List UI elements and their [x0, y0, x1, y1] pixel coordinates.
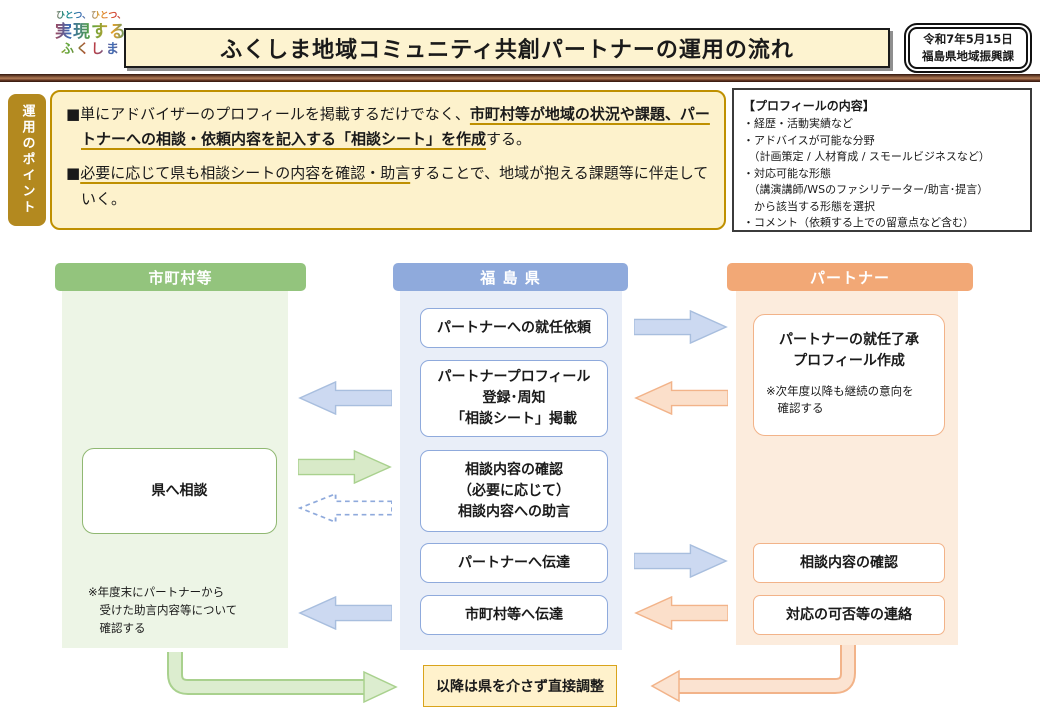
arrow-left-reply-to-fukushima-icon: [634, 596, 728, 630]
profile-line: ・経歴・活動実績など: [743, 117, 853, 130]
logo-line-2: 実現する: [48, 22, 134, 42]
arrow-right-relay-to-partner-icon: [634, 544, 728, 578]
profile-line: （講演講師/WSのファシリテーター/助言･提言）: [743, 183, 989, 196]
step-relay-to-partner: パートナーへ伝達: [420, 543, 608, 583]
step-consult-prefecture: 県へ相談: [82, 448, 277, 534]
profile-line: ・対応可能な形態: [743, 166, 831, 180]
elbow-arrow-municipality-to-direct-icon: [160, 648, 410, 708]
profile-line: から該当する形態を選択: [743, 199, 875, 213]
direct-coordination-box: 以降は県を介さず直接調整: [423, 665, 617, 707]
bullet1-emphasis: 市町村等が地域の状況や課題、パートナーへの相談・依頼内容を記入する「相談シート」…: [81, 105, 710, 149]
logo-line-1: ひとつ、ひとつ、: [48, 11, 134, 22]
page-title: ふくしま地域コミュニティ共創パートナーの運用の流れ: [124, 28, 890, 68]
bullet1-pre: ■単にアドバイザーのプロフィールを掲載するだけでなく、: [66, 105, 470, 123]
step-accept-appointment: パートナーの就任了承 プロフィール作成 ※次年度以降も継続の意向を 確認する: [753, 314, 945, 436]
step-appointment-request: パートナーへの就任依頼: [420, 308, 608, 348]
profile-line: （計画策定 / 人材育成 / スモールビジネスなど）: [743, 150, 990, 163]
arrow-left-fukushima-to-municipality-icon: [298, 381, 392, 415]
arrow-dashed-left-advice-icon: [298, 493, 392, 523]
municipality-note: ※年度末にパートナーから 受けた助言内容等について 確認する: [88, 585, 238, 635]
step-profile-registration: パートナープロフィール 登録･周知 「相談シート」掲載: [420, 360, 608, 437]
profile-line: ・コメント（依頼する上での留意点など含む）: [743, 216, 974, 229]
logo-line-3: ふくしま: [48, 42, 134, 58]
arrow-left-relay-to-municipality-icon: [298, 596, 392, 630]
bullet2-post: することで、地域が抱える課題等に伴走していく。: [81, 164, 709, 208]
points-vertical-tab: 運用のポイント: [8, 94, 46, 226]
step-relay-to-municipality: 市町村等へ伝達: [420, 595, 608, 635]
points-bullet-1: ■単にアドバイザーのプロフィールを掲載するだけでなく、市町村等が地域の状況や課題…: [66, 102, 710, 152]
fukushima-logo: ひとつ、ひとつ、 実現する ふくしま: [48, 11, 134, 69]
accept-box-title: パートナーの就任了承 プロフィール作成: [779, 332, 919, 369]
lane-header-partner: パートナー: [727, 263, 973, 291]
lane-header-fukushima: 福 島 県: [393, 263, 628, 291]
step-reply-availability: 対応の可否等の連絡: [753, 595, 945, 635]
bullet2-emphasis: 必要に応じて県も相談シートの内容を確認・助言: [80, 164, 411, 183]
step-confirm-consultation: 相談内容の確認: [753, 543, 945, 583]
arrow-right-municipality-to-fukushima-icon: [298, 450, 392, 484]
points-callout-box: ■単にアドバイザーのプロフィールを掲載するだけでなく、市町村等が地域の状況や課題…: [50, 90, 726, 230]
header-divider-bar: [0, 74, 1040, 82]
profile-contents-box: 【プロフィールの内容】 ・経歴・活動実績など ・アドバイスが可能な分野 （計画策…: [732, 88, 1032, 232]
elbow-arrow-partner-to-direct-icon: [645, 643, 860, 705]
lane-header-municipality: 市町村等: [55, 263, 306, 291]
profile-box-title: 【プロフィールの内容】: [743, 99, 875, 113]
accept-box-note: ※次年度以降も継続の意向を 確認する: [766, 384, 914, 416]
points-bullet-2: ■必要に応じて県も相談シートの内容を確認・助言することで、地域が抱える課題等に伴…: [66, 161, 710, 211]
bullet1-post: する。: [486, 130, 532, 149]
arrow-left-profile-to-fukushima-icon: [634, 381, 728, 415]
profile-line: ・アドバイスが可能な分野: [743, 133, 875, 147]
step-consultation-check: 相談内容の確認 （必要に応じて） 相談内容への助言: [420, 450, 608, 532]
date-text: 令和7年5月15日: [923, 31, 1013, 46]
date-department-badge: 令和7年5月15日 福島県地域振興課: [904, 23, 1032, 73]
arrow-right-appointment-to-partner-icon: [634, 310, 728, 344]
department-text: 福島県地域振興課: [922, 49, 1014, 63]
bullet2-pre: ■: [66, 164, 81, 183]
